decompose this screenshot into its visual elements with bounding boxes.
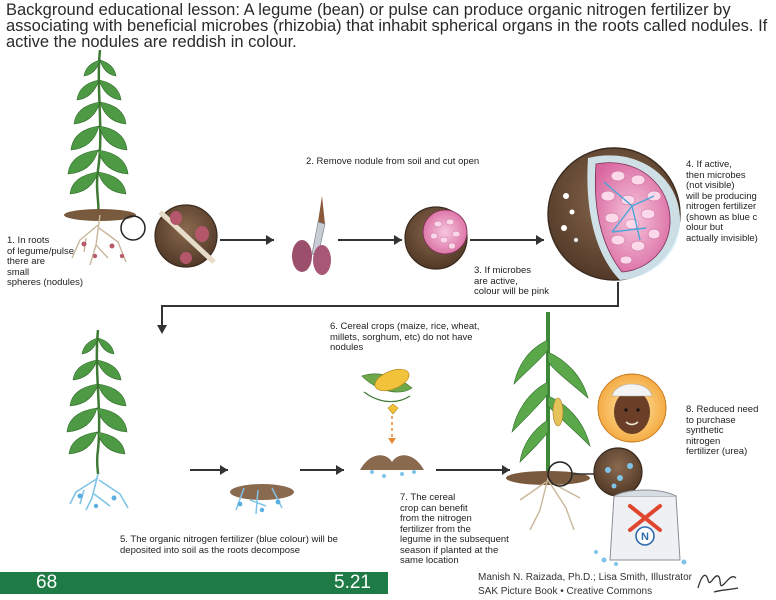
nodule-highlight-circle: [120, 215, 146, 241]
knife-cut-nodule: [292, 196, 331, 275]
step-1-caption: 1. In roots of legume/pulse there are sm…: [7, 235, 84, 288]
page-number: 68: [36, 572, 58, 593]
credit-authors: Manish N. Raizada, Ph.D.; Lisa Smith, Il…: [478, 572, 692, 583]
arrow-4-5: [161, 282, 619, 330]
pink-nodule-circle: [404, 206, 468, 270]
soil-mound: [360, 455, 424, 478]
fertilizer-bag: N: [594, 489, 687, 566]
step-7-caption: 7. The cereal crop can benefit from the …: [400, 492, 509, 566]
maize-plant: [506, 312, 591, 531]
active-nodule-large: [547, 147, 681, 281]
legume-plant-bottom: [66, 329, 129, 511]
step-3-caption: 3. If microbes are active, colour will b…: [474, 265, 549, 297]
bag-n-label: N: [641, 531, 649, 543]
illustrator-signature: [697, 574, 739, 593]
legume-plant-top: [64, 49, 146, 266]
no-urea-cross: [628, 504, 662, 532]
farmer-portrait: [597, 373, 667, 443]
step-8-caption: 8. Reduced need to purchase synthetic ni…: [686, 404, 759, 457]
decomposing-roots: [230, 484, 294, 515]
footer-bar: [0, 572, 388, 594]
credit-license: SAK Picture Book • Creative Commons: [478, 586, 653, 597]
step-5-caption: 5. The organic nitrogen fertilizer (blue…: [120, 534, 338, 556]
step-4-caption: 4. If active, then microbes (not visible…: [686, 159, 758, 244]
step-6-caption: 6. Cereal crops (maize, rice, wheat, mil…: [330, 321, 480, 353]
lesson-code: 5.21: [334, 572, 371, 593]
root-zoom-circle: [154, 204, 218, 268]
corn-cob: [361, 368, 413, 415]
intro-text: Background educational lesson: A legume …: [6, 1, 768, 51]
soil-zoom-circle: [593, 447, 643, 497]
step-2-caption: 2. Remove nodule from soil and cut open: [306, 156, 480, 167]
